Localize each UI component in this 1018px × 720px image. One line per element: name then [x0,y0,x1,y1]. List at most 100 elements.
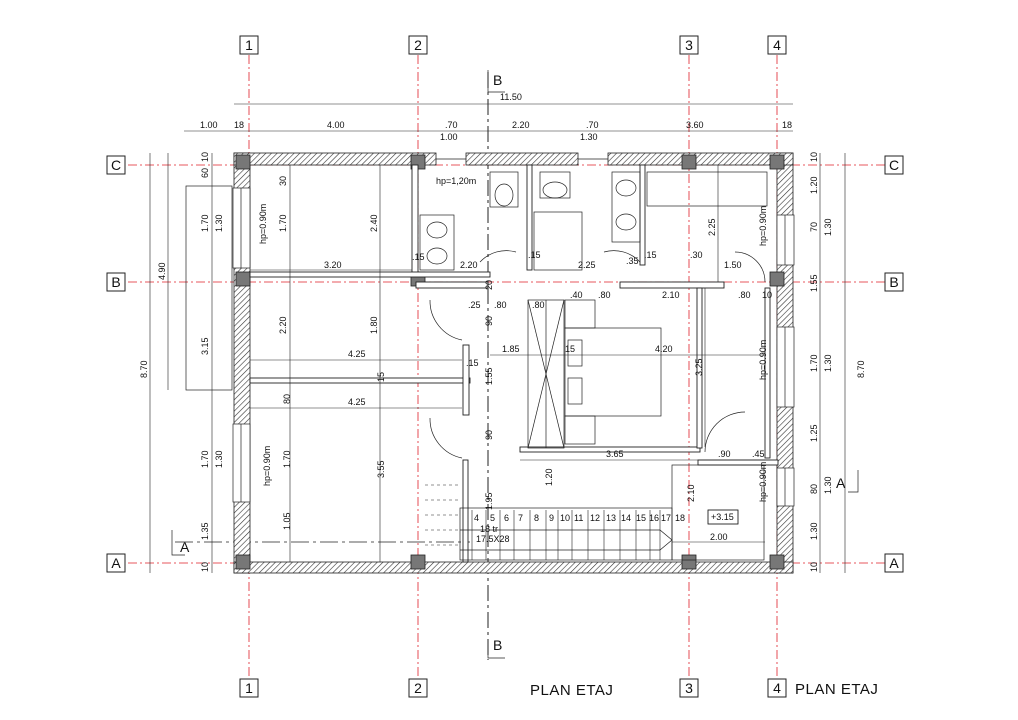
dim-interior-16: .15 [528,250,541,260]
axis-label-col-2-top: 2 [414,37,422,53]
dim-top-9: 3.60 [686,120,704,130]
dim-interior-10: 4.25 [348,397,366,407]
dim-right-chain-4: 1.30 [823,218,833,236]
dim-interior-15: 2.20 [460,260,478,270]
dim-left-chain-7: 1.35 [200,522,210,540]
dim-interior-31: 90 [484,316,494,326]
dim-top-4: .70 [445,120,458,130]
dim-interior-6: 1.80 [369,316,379,334]
dim-interior-12: 3.55 [376,460,386,478]
dim-right-chain-8: 1.25 [809,424,819,442]
dim-left-chain-3: 1.70 [200,214,210,232]
dimension-texts: 11.50 1.00 18 4.00 .70 1.00 2.20 .70 1.3… [139,92,866,572]
level-label: +3.15 [711,512,734,522]
dim-top-5: 1.00 [440,132,458,142]
dim-left-overall: 8.70 [139,360,149,378]
stair-size-label: 17.5X28 [476,534,510,544]
axis-label-col-3-bottom: 3 [685,680,693,696]
dim-interior-30: 10 [762,290,772,300]
stair-step-15: 15 [636,513,646,523]
dim-top-10: 18 [782,120,792,130]
dim-right-chain-2: 1.20 [809,176,819,194]
dim-interior-3: 2.40 [369,214,379,232]
stair-step-9: 9 [549,513,554,523]
axis-label-col-3-top: 3 [685,37,693,53]
fixtures [185,171,768,561]
dim-interior-38: .15 [466,358,479,368]
axis-label-row-c-right: C [889,157,899,173]
stair-step-18: 18 [675,513,685,523]
dim-interior-19: .15 [644,250,657,260]
dim-top-3: 4.00 [327,120,345,130]
stair-step-12: 12 [590,513,600,523]
section-a-label-left: A [180,539,190,555]
dim-interior-4: 3.20 [324,260,342,270]
dim-interior-34: 4.20 [655,344,673,354]
stair-step-8: 8 [534,513,539,523]
dim-interior-45: 1.95 [484,492,494,510]
dim-interior-37: 90 [484,430,494,440]
dim-interior-24: .80 [494,300,507,310]
dim-interior-13: 1.05 [282,512,292,530]
dim-overall-width: 11.50 [500,92,522,102]
stair-step-13: 13 [606,513,616,523]
axis-label-row-c-left: C [111,157,121,173]
dim-interior-1: 30 [278,176,288,186]
section-b-label-bottom: B [493,637,502,653]
interior-walls [249,164,779,563]
dim-left-chain-1: 10 [200,152,210,162]
dim-right-chain-5: 1.55 [809,274,819,292]
dim-interior-25: .40 [570,290,583,300]
dim-right-chain-7: 1.30 [823,354,833,372]
dim-left-chain-4: 1.30 [214,214,224,232]
axis-label-col-2-bottom: 2 [414,680,422,696]
section-b-label-top: B [493,72,502,88]
dim-left-partial-2: 3.15 [200,337,210,355]
stair-step-14: 14 [621,513,631,523]
title-right: PLAN ETAJ [795,681,878,698]
dim-interior-17: 2.25 [578,260,596,270]
window-note-6: hp=0.90m [758,462,768,502]
dim-left-partial-1: 4.90 [157,262,167,280]
dim-right-chain-10: 1.30 [823,476,833,494]
dim-left-chain-6: 1.30 [214,450,224,468]
dim-interior-44: 2.00 [710,532,728,542]
dim-interior-14: .15 [412,252,425,262]
stair-step-7: 7 [518,513,523,523]
dim-interior-41: .45 [752,449,765,459]
stair-step-17: 17 [661,513,671,523]
dim-interior-35: 3.25 [694,358,704,376]
dim-right-chain-3: 70 [809,222,819,232]
dim-top-1: 1.00 [200,120,218,130]
dim-interior-42: 1.20 [544,468,554,486]
dim-top-6: 2.20 [512,120,530,130]
axis-label-row-b-left: B [111,274,120,290]
dim-interior-29: .80 [738,290,751,300]
dim-right-chain-1: 10 [809,152,819,162]
title-center: PLAN ETAJ [530,682,613,699]
axis-label-col-1-top: 1 [245,37,253,53]
stair-count-label: 18 tr [480,524,498,534]
dim-interior-23: .25 [468,300,481,310]
stair-step-16: 16 [649,513,659,523]
dim-interior-33: 15 [565,344,575,354]
axis-label-row-a-left: A [111,555,121,571]
dim-right-chain-6: 1.70 [809,354,819,372]
dim-interior-18: .35 [626,256,639,266]
axis-label-col-1-bottom: 1 [245,680,253,696]
dim-interior-22: 2.25 [707,218,717,236]
dim-left-chain-2: 60 [200,168,210,178]
exterior-walls [232,152,795,574]
stair-labels: 4 5 6 7 8 9 10 11 12 13 14 15 16 17 18 1… [474,513,685,544]
dim-top-7: .70 [586,120,599,130]
dim-interior-20: .30 [690,250,703,260]
section-a-label-right: A [836,475,846,491]
dim-interior-5: 2.20 [278,316,288,334]
dim-interior-40: .90 [718,449,731,459]
stair-step-6: 6 [504,513,509,523]
window-note-1: hp=0.90m [258,204,268,244]
dim-interior-2: 1.70 [278,214,288,232]
axis-label-col-4-bottom: 4 [773,680,781,696]
dim-interior-28: 2.10 [662,290,680,300]
